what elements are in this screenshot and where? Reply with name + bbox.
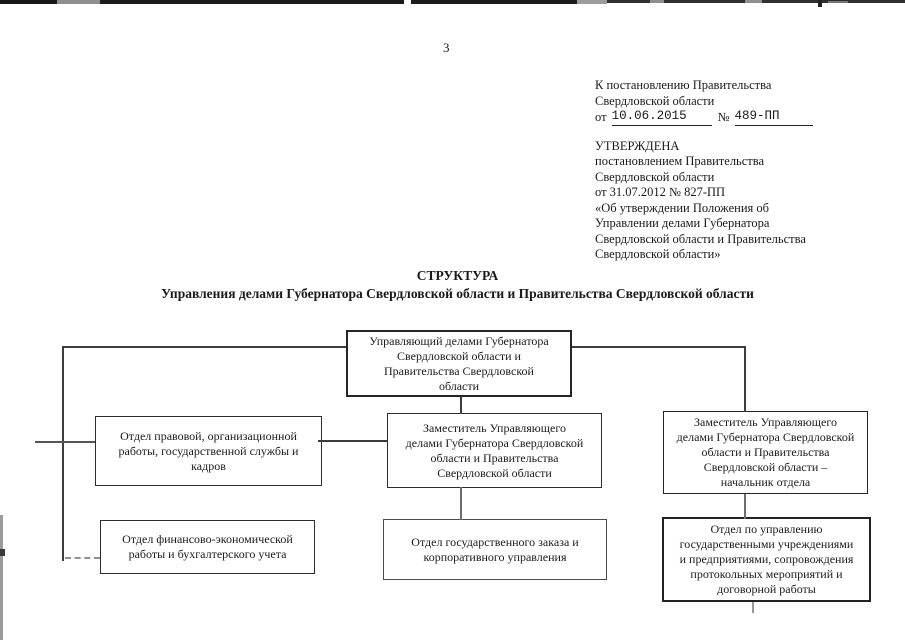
- approval-title: УТВЕРЖДЕНА: [595, 138, 680, 153]
- scan-strip-segment: [828, 1, 848, 3]
- scan-strip-tick: [818, 0, 822, 7]
- scan-artifact-left-tick: [0, 549, 5, 556]
- org-node-label: Заместитель Управляющего делами Губернат…: [676, 415, 855, 489]
- scan-strip-segment: [411, 0, 577, 4]
- reference-date-value: 10.06.2015: [611, 109, 712, 126]
- org-node-deputy-department-head: Заместитель Управляющего делами Губернат…: [663, 411, 868, 494]
- connector-legal-to-deputy: [318, 440, 387, 442]
- approval-line: Управлении делами Губернатора: [595, 216, 770, 230]
- approval-line: «Об утверждении Положения об: [595, 200, 770, 215]
- scan-strip-segment: [404, 0, 411, 4]
- connector-deputy-right-to-state-property: [744, 494, 746, 519]
- reference-line-1: К постановлению Правительства: [595, 78, 772, 92]
- connector-managing-to-deputy-center: [460, 397, 462, 414]
- connector-managing-left-horizontal: [62, 346, 346, 348]
- heading-subtitle: Управления делами Губернатора Свердловск…: [161, 286, 754, 301]
- connector-left-trunk-vertical: [62, 346, 64, 561]
- approval-line: Свердловской области и Правительства: [595, 231, 806, 246]
- connector-to-deputy-right-vertical: [744, 346, 746, 412]
- reference-date-line: от 10.06.2015 № 489-ПП: [595, 109, 895, 126]
- number-sign: №: [717, 110, 730, 124]
- approval-note: УТВЕРЖДЕНА постановлением Правительства …: [595, 139, 895, 263]
- document-heading: СТРУКТУРА Управления делами Губернатора …: [10, 268, 905, 302]
- approval-line: Свердловской области: [595, 169, 715, 184]
- org-node-managing-director: Управляющий делами Губернатора Свердловс…: [346, 330, 572, 397]
- scan-strip-segment: [100, 0, 404, 4]
- connector-stub-below-state-property: [752, 602, 754, 613]
- scan-artifact-left-edge: [0, 515, 3, 640]
- org-node-state-institutions-department: Отдел по управлению государственными учр…: [662, 517, 871, 602]
- org-node-label: Управляющий делами Губернатора Свердловс…: [369, 333, 549, 393]
- approval-line: от 31.07.2012 № 827-ПП: [595, 185, 726, 199]
- reference-line-2: Свердловской области: [595, 93, 715, 108]
- org-node-label: Отдел государственного заказа и корпорат…: [411, 534, 579, 564]
- org-node-finance-department: Отдел финансово-экономической работы и б…: [100, 520, 315, 574]
- connector-managing-right-horizontal: [572, 346, 746, 348]
- reference-note: К постановлению Правительства Свердловск…: [595, 78, 895, 263]
- approval-line: постановлением Правительства: [595, 154, 765, 168]
- scan-strip-segment: [0, 0, 57, 4]
- connector-deputy-to-state-order: [460, 487, 462, 520]
- org-node-label: Отдел финансово-экономической работы и б…: [122, 532, 293, 561]
- org-node-legal-department: Отдел правовой, организационной работы, …: [95, 416, 322, 486]
- org-node-state-order-department: Отдел государственного заказа и корпорат…: [383, 519, 607, 580]
- org-node-label: Заместитель Управляющего делами Губернат…: [405, 420, 584, 480]
- org-node-label: Отдел по управлению государственными учр…: [679, 522, 854, 596]
- page-number: 3: [443, 40, 450, 55]
- approval-line: Свердловской области»: [595, 247, 721, 261]
- heading-word-structure: СТРУКТУРА: [416, 268, 499, 283]
- org-node-deputy-managing-director: Заместитель Управляющего делами Губернат…: [387, 413, 602, 488]
- org-node-label: Отдел правовой, организационной работы, …: [118, 428, 299, 473]
- reference-number-value: 489-ПП: [734, 109, 813, 126]
- connector-trunk-to-finance-dashed: [65, 557, 100, 559]
- scan-strip-segment: [745, 0, 762, 3]
- connector-trunk-to-legal: [35, 441, 95, 443]
- scan-strip-segment: [577, 0, 607, 4]
- scan-strip-segment: [57, 0, 100, 4]
- scan-strip-segment: [650, 0, 664, 3]
- reference-date-prefix: от: [595, 110, 607, 124]
